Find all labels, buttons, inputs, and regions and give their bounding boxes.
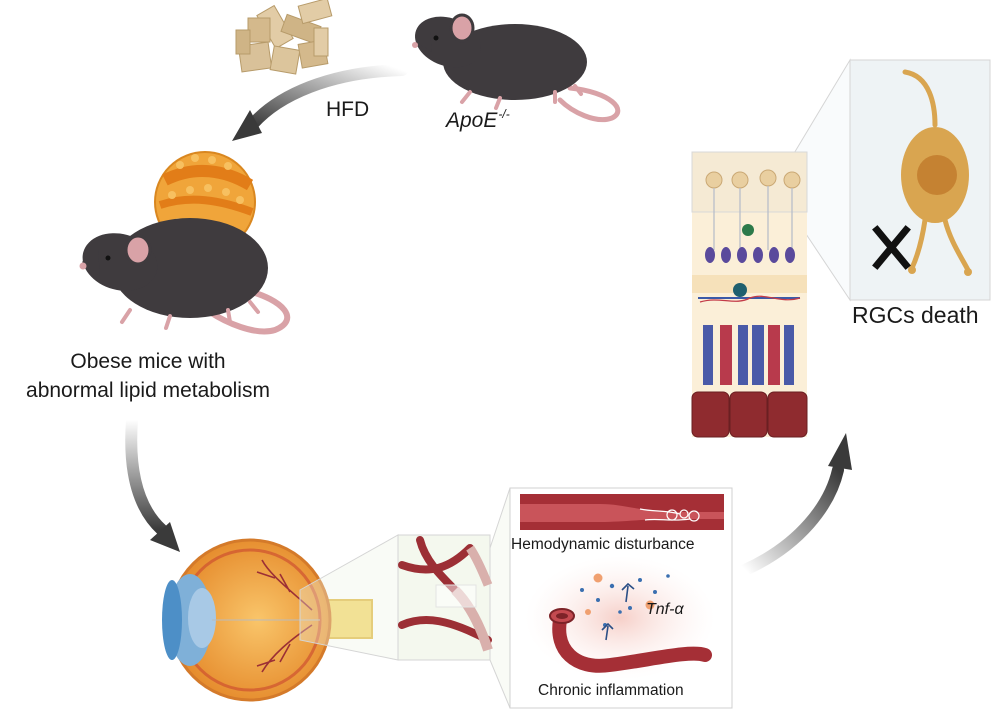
obese-label: Obese mice with abnormal lipid metabolis… [0,347,296,405]
arrow-to-eye [125,414,180,552]
obese-line-2: abnormal lipid metabolism [26,379,270,402]
arrow-to-retina [739,433,852,576]
eye [162,538,373,702]
hemodynamic-label: Hemodynamic disturbance [511,536,695,553]
rgc-neuron [849,59,991,301]
zoom-lines [299,58,851,709]
apoe-label: ApoE-/- [446,107,510,133]
pathology-panel [509,487,733,709]
apoe-mouse [412,13,621,122]
apoe-superscript: -/- [498,107,510,121]
chronic-inflammation-label: Chronic inflammation [538,682,684,699]
vessel-inset [397,534,493,661]
hfd-label: HFD [326,98,370,121]
obese-mouse [79,218,291,335]
tnf-label: Tnf-α [646,601,684,618]
death-x-icon [872,225,911,270]
rgc-death-label: RGCs death [852,302,979,328]
arrow-hfd [232,64,408,141]
hfd-food [235,0,333,75]
obese-line-1: Obese mice with [70,350,226,373]
retina [691,151,808,438]
apoe-base: ApoE [446,109,498,132]
